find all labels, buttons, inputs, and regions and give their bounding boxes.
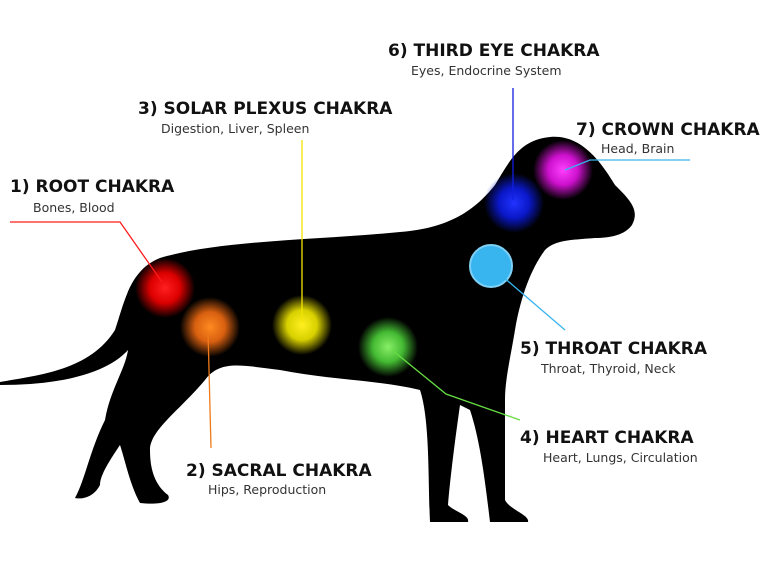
- root-chakra-subtitle: Bones, Blood: [33, 200, 115, 215]
- sacral-chakra-glow: [180, 297, 240, 357]
- root-chakra-glow: [135, 258, 195, 318]
- third-eye-chakra-glow: [484, 173, 544, 233]
- throat-chakra-orb: [469, 244, 513, 288]
- heart-chakra-glow: [358, 317, 418, 377]
- sacral-chakra-subtitle: Hips, Reproduction: [208, 482, 326, 497]
- root-chakra-title: 1) ROOT CHAKRA: [10, 177, 175, 197]
- crown-leader-line: [564, 159, 690, 171]
- crown-chakra-subtitle: Head, Brain: [601, 141, 674, 156]
- heart-chakra-title: 4) HEART CHAKRA: [520, 428, 694, 448]
- throat-chakra-title: 5) THROAT CHAKRA: [520, 339, 708, 359]
- heart-leader-line: [391, 349, 521, 421]
- solar-plexus-chakra-glow: [272, 295, 332, 355]
- solar-plexus-chakra-subtitle: Digestion, Liver, Spleen: [161, 121, 309, 136]
- sacral-leader-line: [207, 329, 212, 449]
- sacral-chakra-title: 2) SACRAL CHAKRA: [186, 461, 373, 481]
- third-eye-chakra-title: 6) THIRD EYE CHAKRA: [388, 41, 600, 61]
- crown-chakra-glow: [533, 140, 593, 200]
- throat-chakra-subtitle: Throat, Thyroid, Neck: [540, 361, 676, 376]
- solar-plexus-chakra-title: 3) SOLAR PLEXUS CHAKRA: [138, 99, 393, 119]
- third-eye-chakra-subtitle: Eyes, Endocrine System: [411, 63, 562, 78]
- heart-chakra-subtitle: Heart, Lungs, Circulation: [543, 450, 698, 465]
- crown-chakra-title: 7) CROWN CHAKRA: [576, 120, 761, 140]
- root-leader-line: [10, 221, 163, 283]
- throat-leader-line: [494, 269, 566, 331]
